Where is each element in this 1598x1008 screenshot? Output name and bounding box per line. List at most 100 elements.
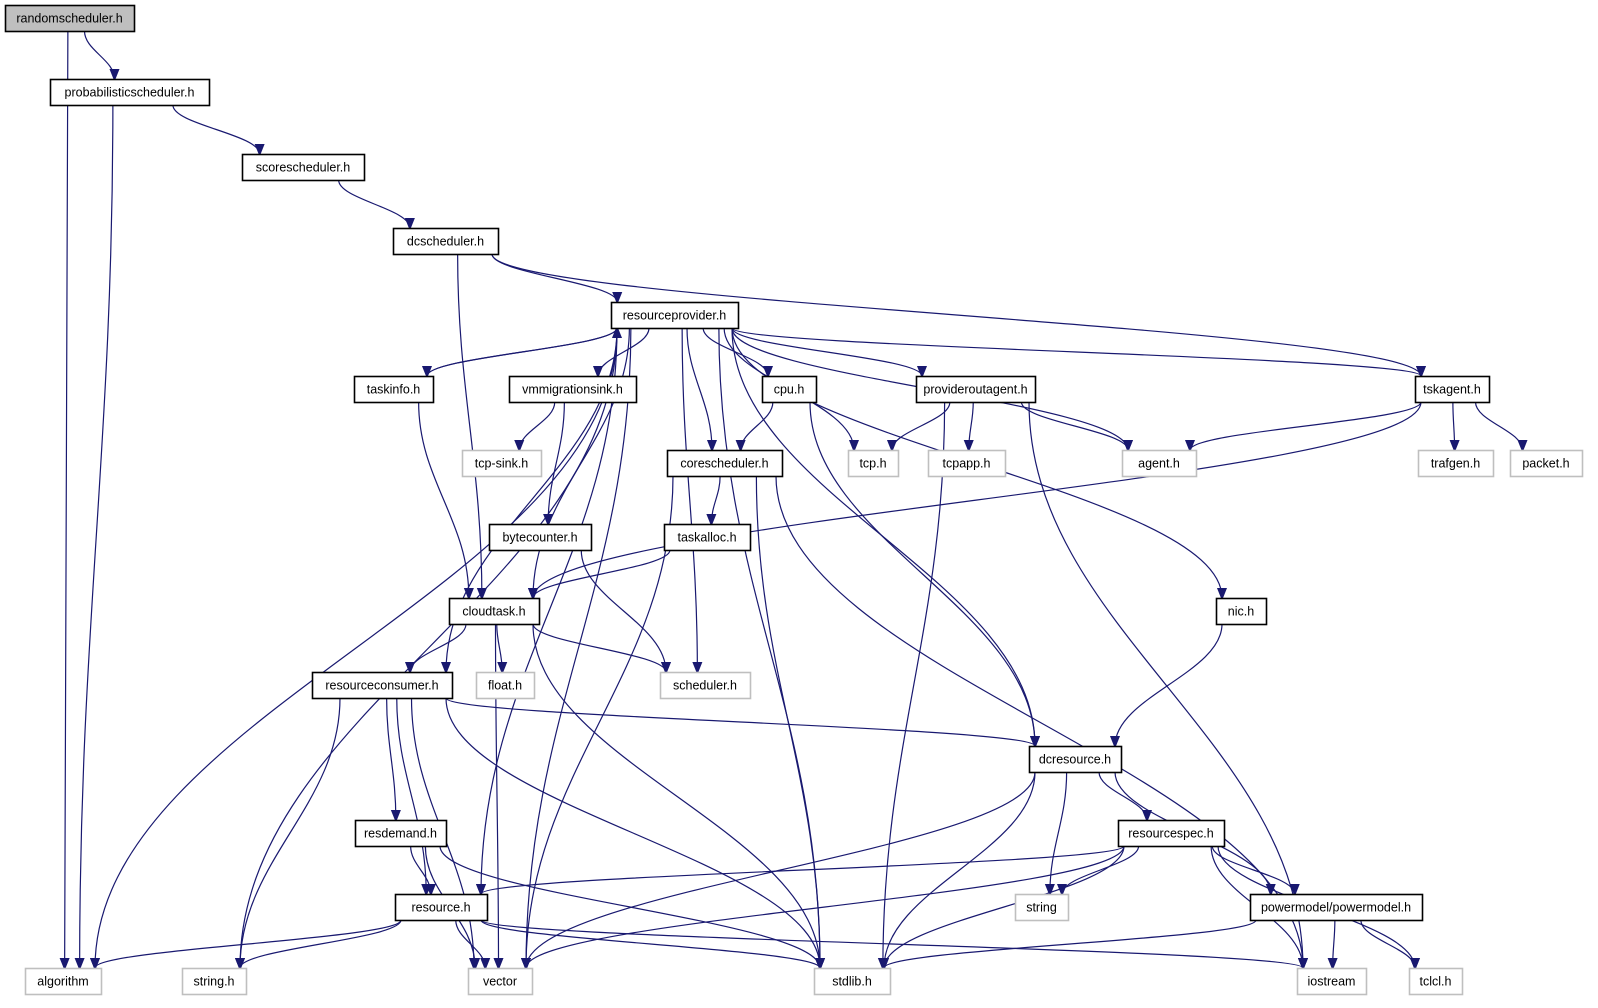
node-label: resource.h — [411, 901, 470, 915]
node-box — [1028, 745, 1123, 774]
node-tclcl: tclcl.h — [1408, 967, 1464, 996]
node-label: dcresource.h — [1039, 753, 1111, 767]
node-corescheduler[interactable]: corescheduler.h — [666, 449, 784, 478]
node-box — [1117, 819, 1226, 848]
node-label: dcscheduler.h — [407, 235, 484, 249]
edge-scorescheduler-to-dcscheduler — [338, 179, 410, 228]
node-string: string — [1014, 893, 1070, 922]
edge-randomscheduler-to-algorithm — [65, 30, 68, 968]
node-box — [508, 375, 638, 404]
edge-resourceprovider-to-vmmigrationsink — [598, 327, 650, 376]
node-box — [1249, 893, 1424, 922]
node-box — [659, 671, 752, 700]
node-float: float.h — [475, 671, 536, 700]
edge-resourceprovider-to-stringh — [240, 327, 618, 968]
node-label: tcp-sink.h — [475, 457, 529, 471]
node-stringh: string.h — [181, 967, 248, 996]
node-box — [915, 375, 1037, 404]
node-resourceprovider[interactable]: resourceprovider.h — [610, 301, 740, 330]
node-box — [1121, 449, 1198, 478]
edge-resourceconsumer-to-stringh — [240, 697, 341, 968]
node-nic[interactable]: nic.h — [1215, 597, 1268, 626]
edge-cpu-to-dcresource — [809, 401, 1035, 746]
edge-vmmigrationsink-to-tcpsink — [519, 401, 556, 450]
edge-cloudtask-to-stdlib — [532, 623, 820, 968]
node-box — [1417, 449, 1495, 478]
node-label: provideroutagent.h — [923, 383, 1027, 397]
edge-tskagent-to-packet — [1474, 401, 1523, 450]
node-algorithm: algorithm — [24, 967, 103, 996]
node-tcp: tcp.h — [847, 449, 900, 478]
edge-cpu-to-corescheduler — [741, 401, 774, 450]
node-label: agent.h — [1138, 457, 1180, 471]
node-probabilisticscheduler[interactable]: probabilisticscheduler.h — [49, 78, 211, 107]
node-provideroutagent[interactable]: provideroutagent.h — [915, 375, 1037, 404]
edge-powermodel-to-stdlib — [884, 919, 1257, 968]
node-label: resdemand.h — [364, 827, 437, 841]
edge-resourceprovider-to-corescheduler — [686, 327, 712, 450]
node-box — [181, 967, 248, 996]
node-box — [488, 523, 593, 552]
nodes-layer: randomscheduler.h probabilisticscheduler.… — [4, 4, 1584, 996]
node-label: iostream — [1308, 975, 1356, 989]
node-box — [1215, 597, 1268, 626]
node-dcscheduler[interactable]: dcscheduler.h — [392, 227, 500, 256]
node-label: taskinfo.h — [367, 383, 421, 397]
edge-provideroutagent-to-iostream — [1028, 401, 1303, 968]
edge-resourceprovider-to-resource — [481, 327, 618, 894]
edge-cloudtask-to-scheduler — [532, 623, 666, 672]
node-resource[interactable]: resource.h — [394, 893, 489, 922]
edge-resource-to-stdlib — [480, 919, 820, 968]
node-tskagent[interactable]: tskagent.h — [1414, 375, 1491, 404]
node-taskalloc[interactable]: taskalloc.h — [663, 523, 752, 552]
edge-resourceprovider-to-scheduler — [681, 327, 697, 672]
node-resdemand[interactable]: resdemand.h — [354, 819, 448, 848]
edge-resourceprovider-to-tskagent — [731, 327, 1421, 376]
edge-resourcespec-to-powermodel — [1211, 845, 1295, 894]
edge-cloudtask-to-resourceconsumer — [410, 623, 467, 672]
node-box — [813, 967, 892, 996]
node-box — [847, 449, 900, 478]
edge-probabilisticscheduler-to-algorithm — [80, 104, 114, 968]
edge-provideroutagent-to-tcp — [892, 401, 951, 450]
node-taskinfo[interactable]: taskinfo.h — [353, 375, 435, 404]
node-scorescheduler[interactable]: scorescheduler.h — [241, 153, 366, 182]
node-label: vmmigrationsink.h — [522, 383, 623, 397]
node-cloudtask[interactable]: cloudtask.h — [448, 597, 541, 626]
edge-dcresource-to-stdlib — [884, 771, 1036, 968]
node-label: packet.h — [1522, 457, 1569, 471]
node-resourcespec[interactable]: resourcespec.h — [1117, 819, 1226, 848]
node-label: tclcl.h — [1420, 975, 1452, 989]
node-cpu[interactable]: cpu.h — [761, 375, 818, 404]
node-vmmigrationsink[interactable]: vmmigrationsink.h — [508, 375, 638, 404]
edge-dcresource-to-vector — [526, 771, 1036, 968]
node-box — [663, 523, 752, 552]
edge-nic-to-dcresource — [1115, 623, 1223, 746]
node-resourceconsumer[interactable]: resourceconsumer.h — [311, 671, 454, 700]
edge-randomscheduler-to-probabilisticscheduler — [83, 30, 115, 79]
edge-resource-to-vector — [455, 919, 486, 968]
node-powermodel[interactable]: powermodel/powermodel.h — [1249, 893, 1424, 922]
edge-resourcespec-to-string — [1062, 845, 1140, 894]
node-box — [392, 227, 500, 256]
node-box — [24, 967, 103, 996]
node-box — [1414, 375, 1491, 404]
node-box — [241, 153, 366, 182]
node-label: resourcespec.h — [1128, 827, 1214, 841]
edge-corescheduler-to-taskalloc — [711, 475, 721, 524]
node-box — [467, 967, 534, 996]
node-label: tskagent.h — [1423, 383, 1481, 397]
edge-tskagent-to-trafgen — [1453, 401, 1455, 450]
node-box — [475, 671, 536, 700]
edge-resdemand-to-stdlib — [439, 845, 820, 968]
edge-taskalloc-to-cloudtask — [533, 549, 671, 598]
node-bytecounter[interactable]: bytecounter.h — [488, 523, 593, 552]
node-box — [610, 301, 740, 330]
node-label: cloudtask.h — [462, 605, 525, 619]
edge-tskagent-to-agent — [1190, 401, 1422, 450]
node-label: tcp.h — [859, 457, 886, 471]
node-label: string.h — [194, 975, 235, 989]
node-dcresource[interactable]: dcresource.h — [1028, 745, 1123, 774]
edge-dcresource-to-resourcespec — [1098, 771, 1147, 820]
node-randomscheduler[interactable]: randomscheduler.h — [4, 4, 136, 33]
